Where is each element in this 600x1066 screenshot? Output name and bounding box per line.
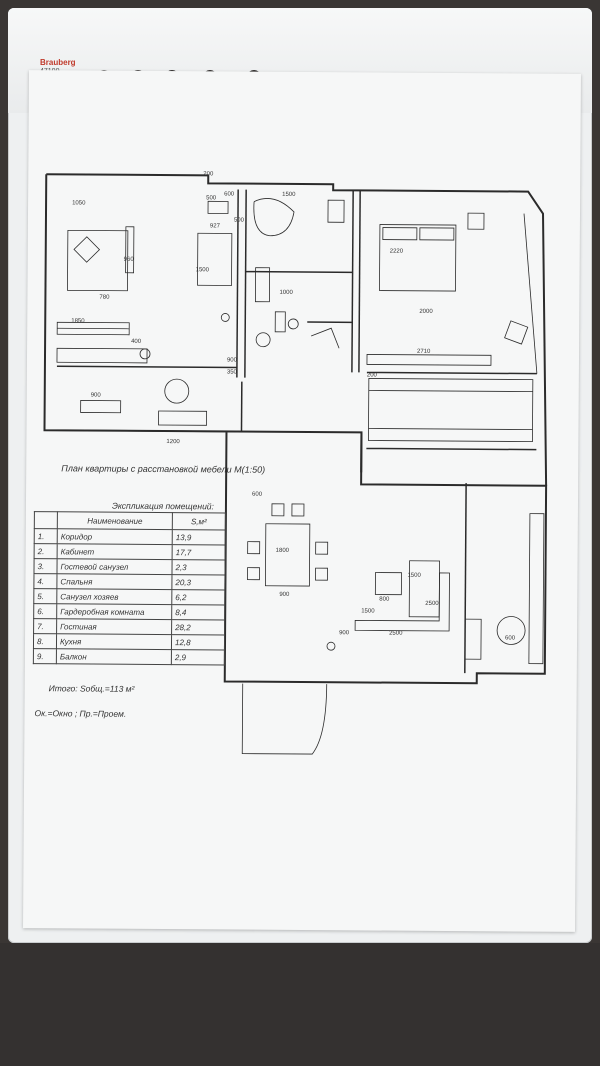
floor-plan-sheet: 200 600 1050 500 927 500 1500 2220 960 1… — [23, 70, 581, 932]
dim-label: 800 — [379, 597, 390, 603]
floor-plan-drawing: 200 600 1050 500 927 500 1500 2220 960 1… — [43, 171, 548, 755]
table-cell: 6,2 — [171, 589, 225, 605]
dim-label: 1500 — [282, 192, 296, 198]
dim-label: 2500 — [389, 631, 403, 637]
table-cell: 1. — [34, 528, 58, 544]
dim-label: 1200 — [166, 439, 180, 445]
table-cell: 8,4 — [171, 604, 225, 620]
dim-label: 1850 — [71, 318, 85, 324]
table-cell: 13,9 — [172, 529, 226, 545]
table-cell: 28,2 — [171, 619, 225, 635]
table-cell: 17,7 — [172, 544, 226, 560]
abbreviation-note: Ок.=Окно ; Пр.=Проем. — [34, 708, 127, 719]
dim-label: 2500 — [425, 601, 439, 607]
table-header-row: Наименование S,м² — [34, 511, 226, 530]
table-cell: 4. — [33, 573, 57, 589]
dim-label: 2000 — [419, 309, 433, 315]
table-cell: Гардеробная комната — [56, 603, 172, 620]
dim-label: 900 — [227, 357, 238, 363]
table-cell: 2,9 — [171, 649, 225, 665]
table-cell: 12,8 — [171, 634, 225, 650]
table-cell: 6. — [33, 603, 57, 619]
table-cell: Гостевой санузел — [56, 558, 173, 575]
table-cell: Балкон — [56, 648, 172, 665]
furniture — [56, 198, 545, 755]
table-cell: 8. — [33, 633, 57, 649]
dim-label: 2710 — [417, 349, 431, 355]
dim-label: 600 — [252, 492, 263, 498]
dim-label: 400 — [131, 339, 142, 345]
table-header-cell: S,м² — [172, 512, 226, 530]
dim-label: 780 — [99, 295, 110, 301]
plan-title: План квартиры с расстановкой мебели М(1:… — [61, 463, 266, 475]
table-cell: Кухня — [56, 633, 172, 650]
table-surface — [0, 943, 600, 1066]
table-cell: Санузел хозяев — [56, 588, 172, 605]
table-cell: 5. — [33, 588, 57, 604]
dim-label: 1000 — [279, 290, 293, 296]
dim-label: 600 — [224, 191, 235, 197]
table-header-cell: Наименование — [57, 511, 173, 530]
table-cell: 9. — [33, 648, 57, 664]
dim-label: 1050 — [72, 200, 86, 206]
dim-label: 900 — [279, 592, 290, 598]
table-cell: 2. — [34, 543, 58, 559]
table-cell: 3. — [33, 558, 58, 574]
dim-label: 500 — [234, 218, 245, 224]
sleeve-brand: Brauberg — [40, 58, 76, 67]
dim-label: 1800 — [276, 548, 290, 554]
table-cell: 7. — [33, 618, 57, 634]
table-cell: Спальня — [56, 573, 172, 590]
dim-label: 927 — [210, 223, 221, 229]
dim-label: 200 — [203, 171, 214, 177]
dimension-labels: 200 600 1050 500 927 500 1500 2220 960 1… — [71, 171, 516, 641]
dim-label: 200 — [367, 372, 378, 378]
table-header-cell — [34, 511, 58, 529]
dim-label: 1500 — [407, 573, 421, 579]
table-cell: Гостиная — [56, 618, 172, 635]
total-area: Итого: Sобщ.=113 м² — [48, 683, 135, 694]
dim-label: 1500 — [361, 608, 375, 614]
dim-label: 600 — [505, 635, 516, 641]
dim-label: 1500 — [196, 267, 210, 273]
table-cell: Коридор — [57, 528, 173, 545]
table-cell: 20,3 — [171, 574, 225, 590]
dim-label: 960 — [124, 257, 135, 263]
plan-subtitle: Экспликация помещений: — [111, 500, 214, 512]
table-cell: Кабинет — [57, 543, 173, 560]
table-cell: 2,3 — [171, 559, 226, 575]
dim-label: 900 — [339, 630, 350, 636]
dim-label: 2220 — [390, 249, 404, 255]
dim-label: 350 — [227, 369, 238, 375]
dim-label: 500 — [206, 195, 217, 201]
dim-label: 900 — [91, 393, 102, 399]
